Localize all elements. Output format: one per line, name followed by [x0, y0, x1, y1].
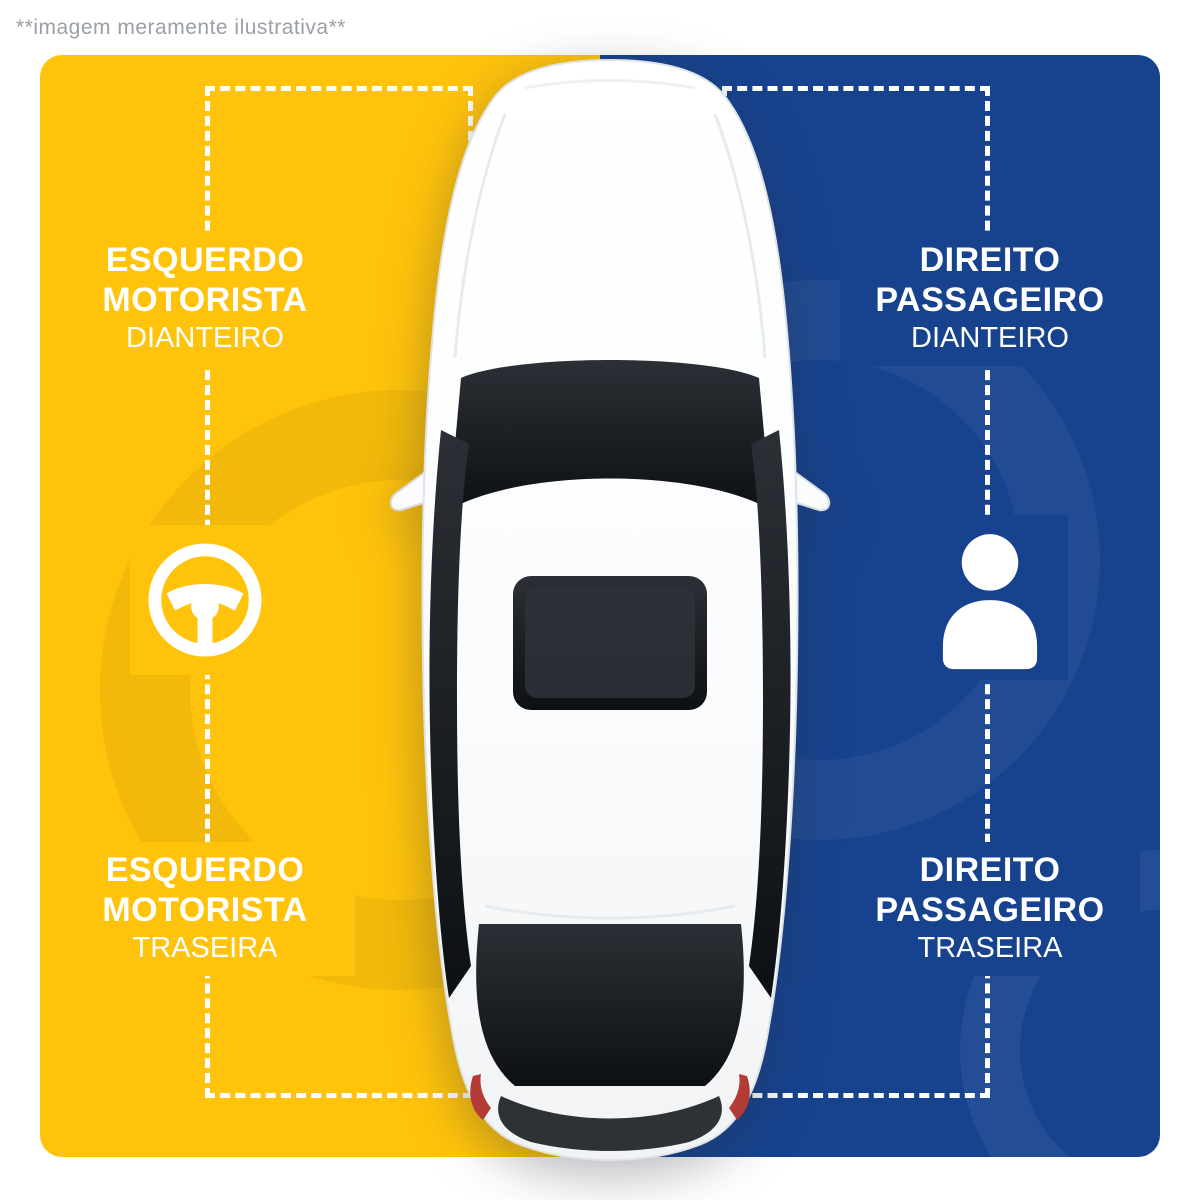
disclaimer-text: **imagem meramente ilustrativa**	[16, 16, 346, 39]
label-line: MOTORISTA	[102, 281, 308, 320]
person-icon	[912, 515, 1068, 680]
label-line: TRASEIRA	[132, 932, 278, 965]
label-line: DIREITO	[919, 241, 1061, 279]
label-line: MOTORISTA	[102, 891, 308, 930]
passenger-front-label: DIREITO PASSAGEIRO DIANTEIRO	[840, 232, 1140, 366]
driver-rear-label: ESQUERDO MOTORISTA TRASEIRA	[55, 842, 355, 976]
label-line: ESQUERDO	[105, 241, 305, 279]
car-top-view-image	[389, 58, 831, 1162]
label-line: DIANTEIRO	[911, 322, 1069, 355]
label-line: DIREITO	[919, 851, 1061, 889]
driver-front-label: ESQUERDO MOTORISTA DIANTEIRO	[55, 232, 355, 366]
label-line: PASSAGEIRO	[875, 891, 1105, 930]
label-line: DIANTEIRO	[126, 322, 284, 355]
label-line: TRASEIRA	[917, 932, 1063, 965]
label-line: ESQUERDO	[105, 851, 305, 889]
passenger-rear-label: DIREITO PASSAGEIRO TRASEIRA	[840, 842, 1140, 976]
label-line: PASSAGEIRO	[875, 281, 1105, 320]
steering-wheel-icon	[130, 525, 280, 675]
